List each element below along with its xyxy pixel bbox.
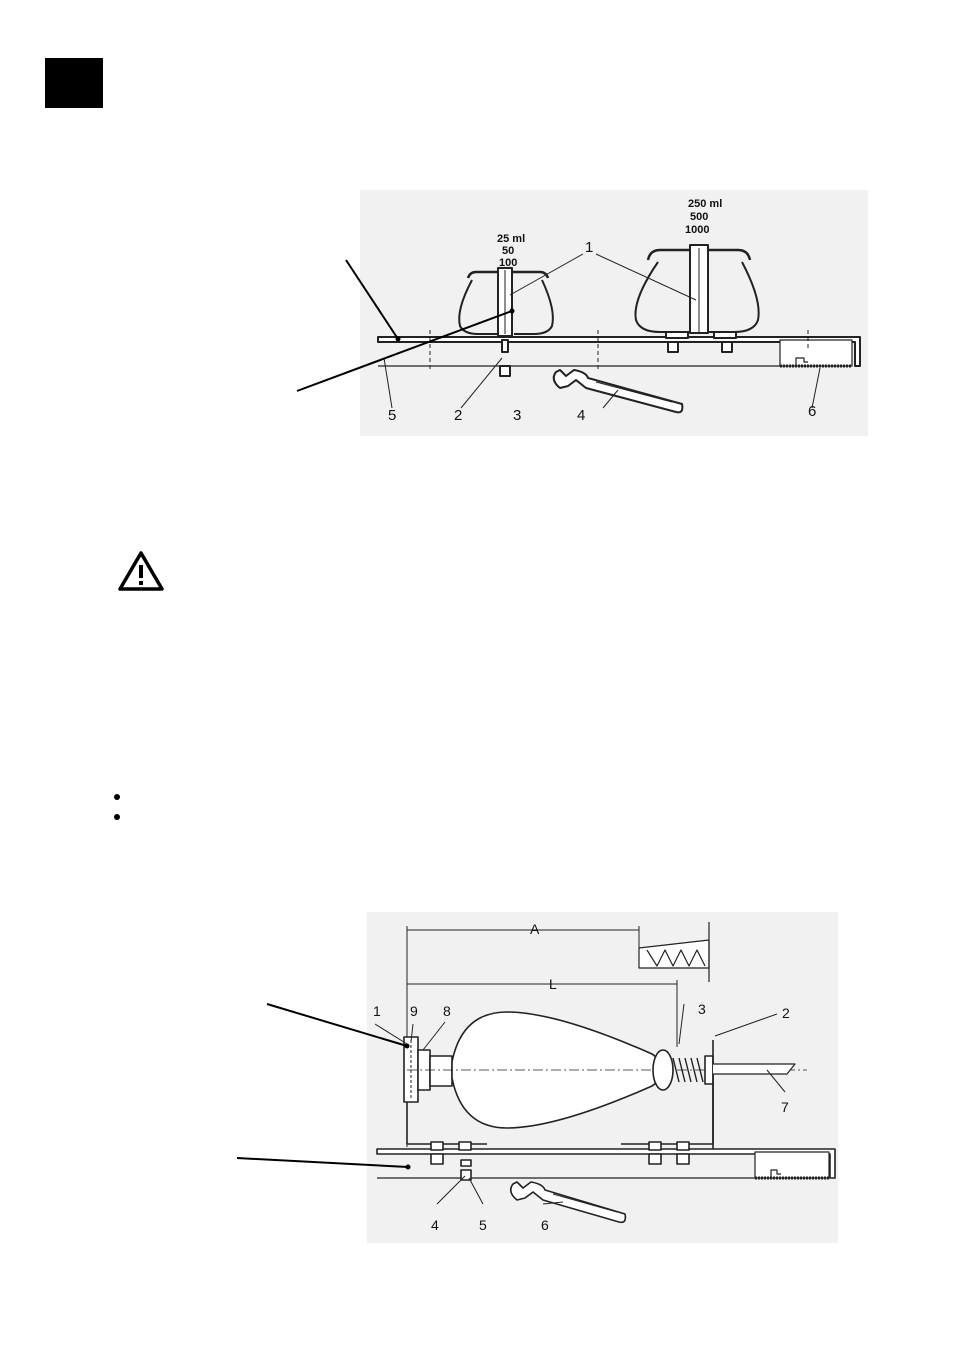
dimension-A: A <box>530 921 540 937</box>
callout-7: 7 <box>781 1099 789 1115</box>
dimension-L: L <box>549 976 557 992</box>
callout-3: 3 <box>513 407 521 424</box>
callout-1: 1 <box>585 239 593 256</box>
small-flask-size-2: 50 <box>502 245 514 257</box>
callout-8: 8 <box>443 1003 451 1019</box>
figure-separatory-funnel-holder-drawing: A L 1 9 8 3 2 7 4 5 6 <box>373 921 836 1233</box>
callout-5: 5 <box>479 1217 487 1233</box>
callout-9: 9 <box>410 1003 418 1019</box>
callout-6: 6 <box>541 1217 549 1233</box>
callout-2: 2 <box>454 407 462 424</box>
callout-2: 2 <box>782 1005 790 1021</box>
small-flask-size-1: 25 ml <box>497 233 525 245</box>
callout-1: 1 <box>373 1003 381 1019</box>
large-flask-size-1: 250 ml <box>688 198 722 210</box>
large-flask-size-3: 1000 <box>685 224 709 236</box>
figure-flask-holders-drawing: 25 ml 50 100 250 ml 500 1000 1 2 3 4 5 6 <box>377 198 861 424</box>
callout-5: 5 <box>388 407 396 424</box>
callout-6: 6 <box>808 403 816 420</box>
callout-4: 4 <box>577 407 585 424</box>
bullet-dot <box>114 814 120 820</box>
small-flask-size-3: 100 <box>499 257 517 269</box>
large-flask-size-2: 500 <box>690 211 708 223</box>
figure-separatory-funnel-holder: A L 1 9 8 3 2 7 4 5 6 <box>367 912 838 1243</box>
page-section-marker <box>45 58 103 108</box>
warning-triangle-icon <box>118 550 164 592</box>
bullet-dot <box>114 794 120 800</box>
callout-4: 4 <box>431 1217 439 1233</box>
callout-3: 3 <box>698 1001 706 1017</box>
figure-flask-holders: 25 ml 50 100 250 ml 500 1000 1 2 3 4 5 6 <box>360 190 868 436</box>
